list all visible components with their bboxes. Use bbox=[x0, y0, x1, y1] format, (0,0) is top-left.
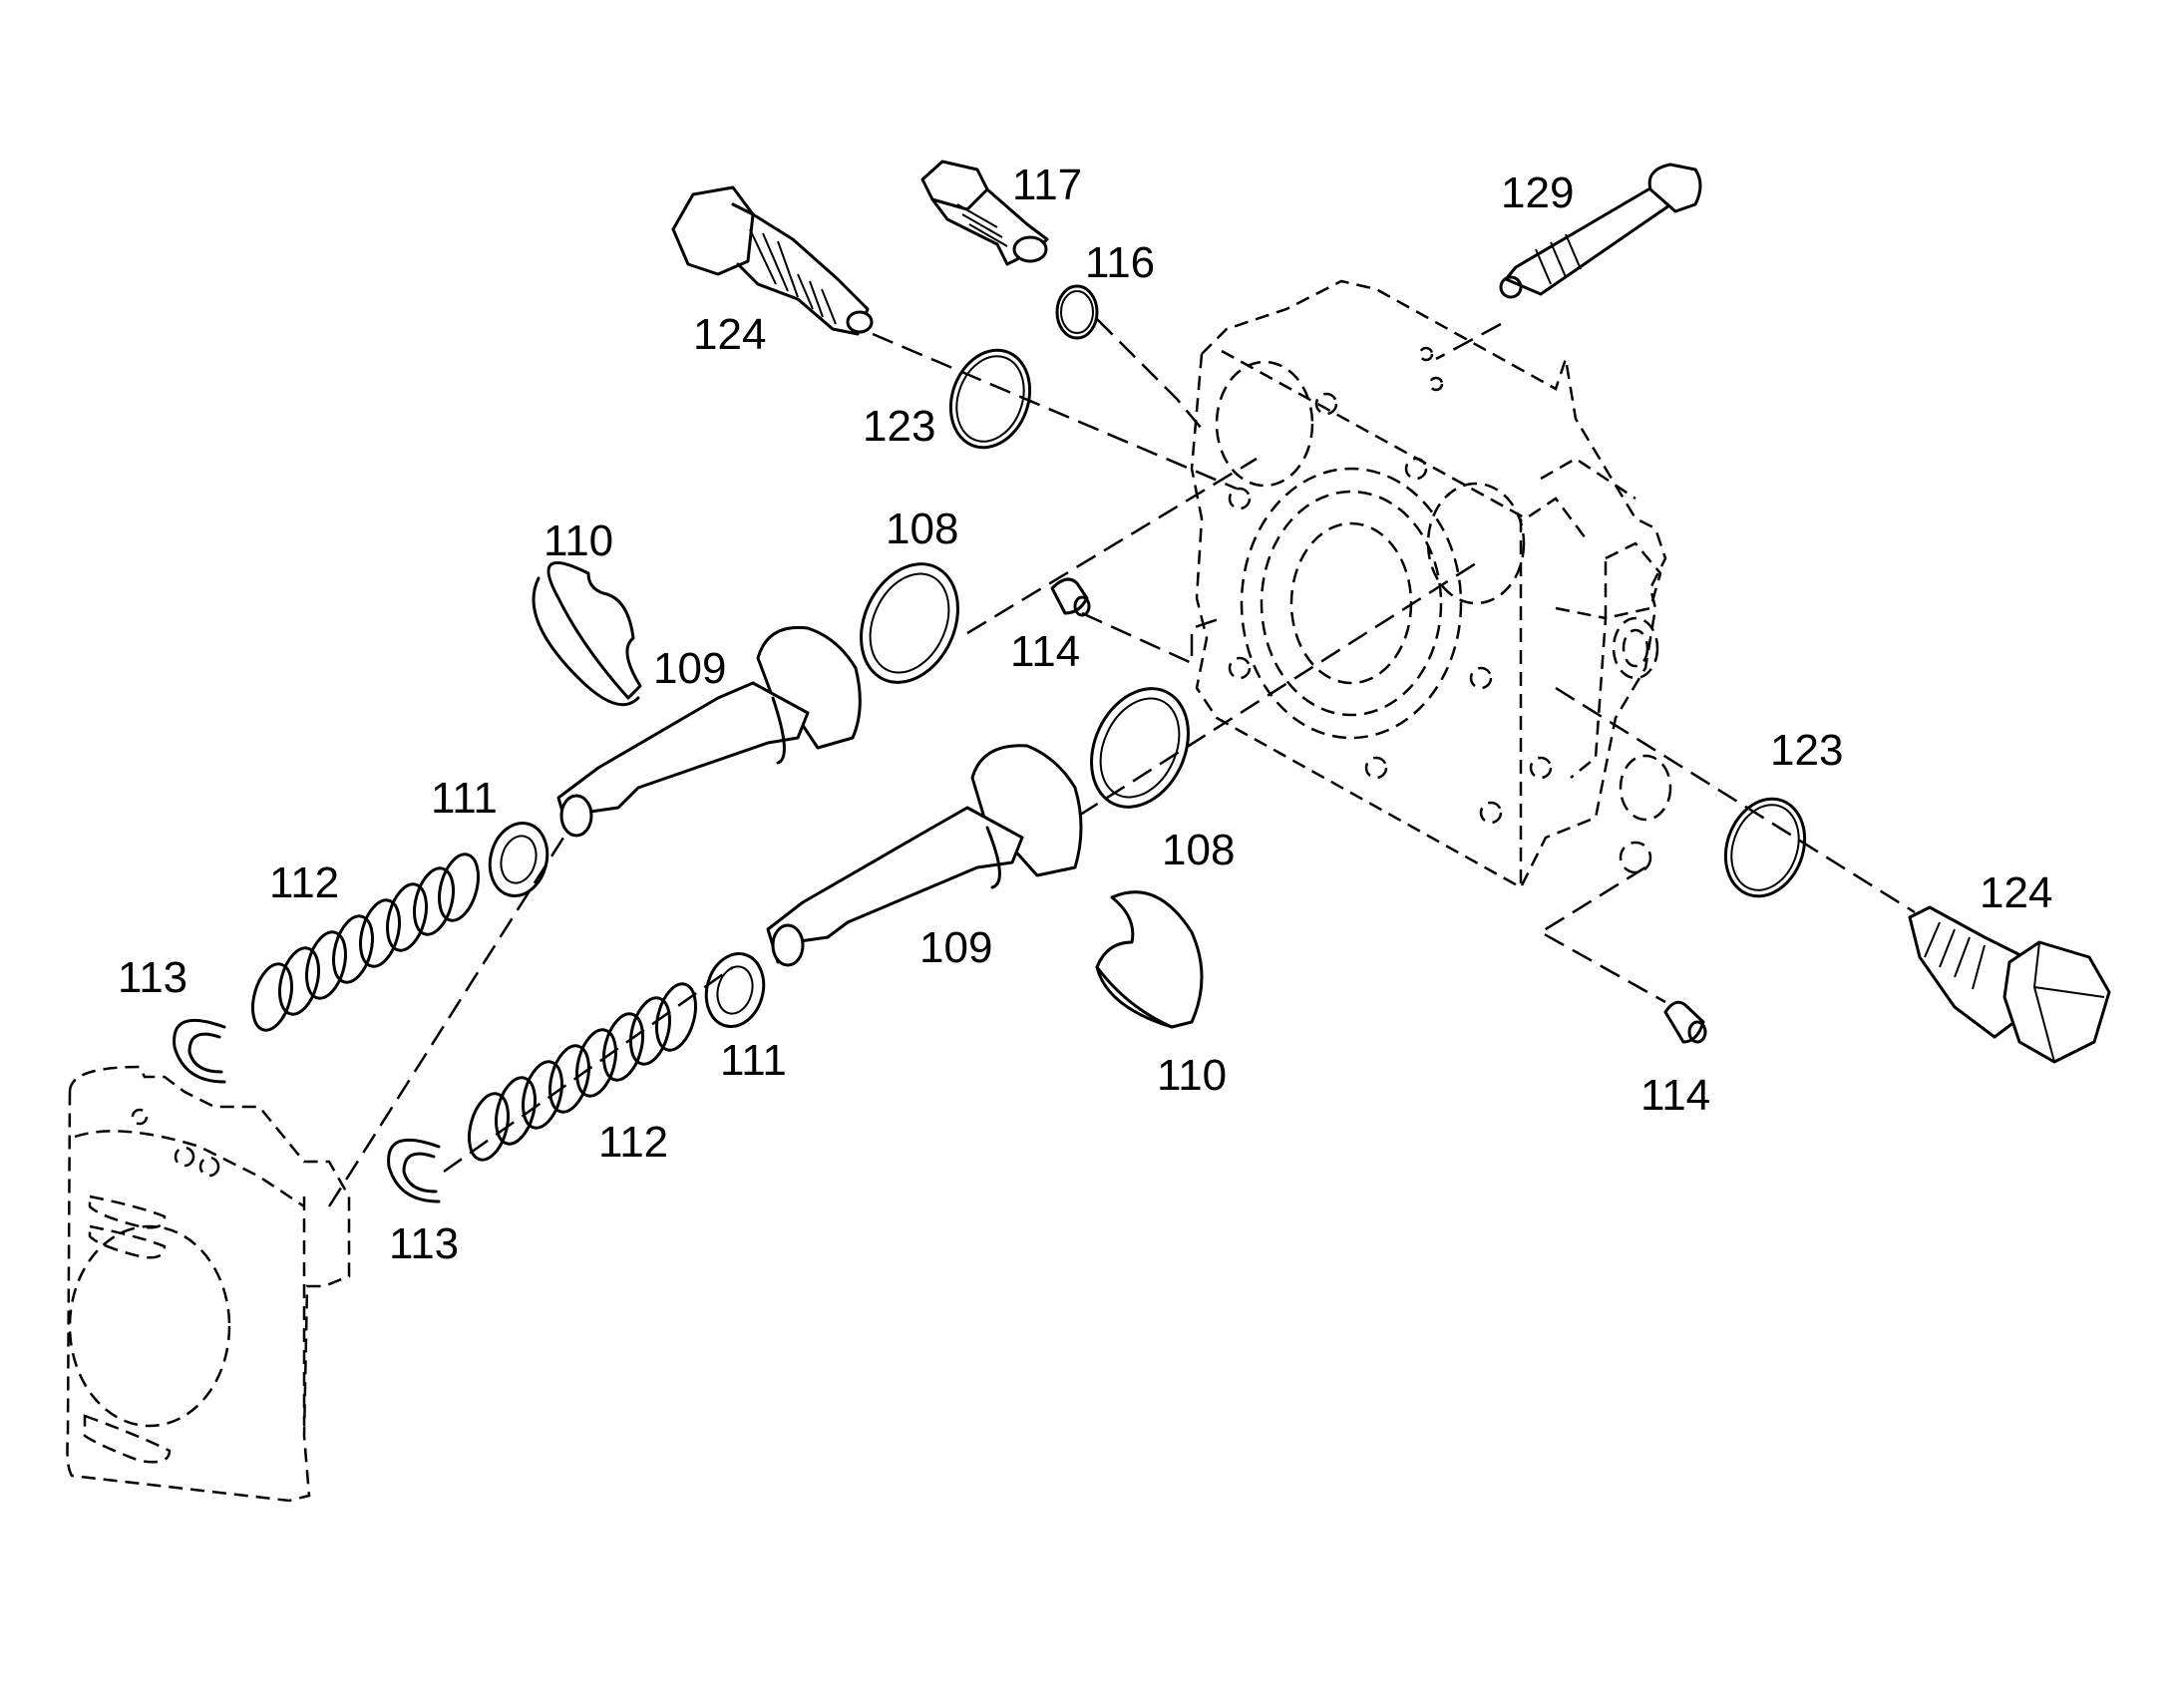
callout-111-bottom: 111 bbox=[720, 1036, 787, 1085]
callout-109-bottom: 109 bbox=[919, 923, 992, 972]
callout-112-bottom: 112 bbox=[598, 1118, 668, 1167]
callout-113-bottom: 113 bbox=[389, 1219, 459, 1268]
part-108-seal-ring-top bbox=[860, 562, 959, 684]
callout-112-top: 112 bbox=[269, 858, 339, 907]
part-114-plug-right bbox=[1663, 1000, 1707, 1044]
callout-123-top: 123 bbox=[863, 402, 935, 451]
part-129-bolt bbox=[1499, 163, 1702, 299]
part-109-spool-top bbox=[556, 625, 862, 838]
part-114-plug-top bbox=[1050, 577, 1091, 617]
callout-124-right: 124 bbox=[1980, 868, 2052, 917]
part-112-spring-bottom bbox=[468, 982, 697, 1162]
part-111-washer-top bbox=[488, 822, 549, 897]
valve-housing bbox=[1190, 279, 1672, 889]
callout-124-top: 124 bbox=[693, 310, 766, 359]
part-124-relief-valve-right bbox=[1908, 905, 2111, 1064]
callout-117: 117 bbox=[1012, 161, 1082, 209]
part-109-spool-bottom bbox=[766, 744, 1083, 967]
callout-111-top: 111 bbox=[431, 774, 498, 823]
part-110-shim-top bbox=[532, 561, 642, 707]
part-110-shim-bottom bbox=[1095, 890, 1204, 1029]
part-123-o-ring-right bbox=[1723, 797, 1807, 898]
callout-110-top: 110 bbox=[544, 516, 613, 565]
callout-108-bottom: 108 bbox=[1162, 826, 1235, 874]
front-cover bbox=[66, 1065, 351, 1503]
part-108-seal-ring-bottom bbox=[1090, 687, 1190, 809]
part-116-o-ring bbox=[1055, 284, 1099, 340]
callout-116: 116 bbox=[1085, 238, 1155, 287]
callout-123-right: 123 bbox=[1770, 726, 1843, 775]
part-124-relief-valve-top bbox=[671, 185, 874, 336]
part-111-washer-bottom bbox=[704, 952, 766, 1028]
callout-110-bottom: 110 bbox=[1157, 1051, 1227, 1100]
callout-114-right: 114 bbox=[1640, 1071, 1710, 1120]
part-112-spring-top bbox=[251, 853, 480, 1032]
part-117-fitting bbox=[920, 160, 1049, 266]
callout-108-top: 108 bbox=[886, 505, 958, 553]
callout-109-top: 109 bbox=[653, 644, 726, 693]
part-113-clip-top bbox=[173, 1018, 226, 1084]
callout-129: 129 bbox=[1501, 169, 1574, 217]
part-113-clip-bottom bbox=[387, 1138, 441, 1203]
part-123-o-ring-top bbox=[948, 348, 1032, 450]
callout-113-top: 113 bbox=[118, 953, 187, 1002]
callout-labels: 117 129 116 124 123 110 108 109 114 111 … bbox=[118, 161, 2052, 1268]
callout-114-top: 114 bbox=[1010, 627, 1080, 676]
